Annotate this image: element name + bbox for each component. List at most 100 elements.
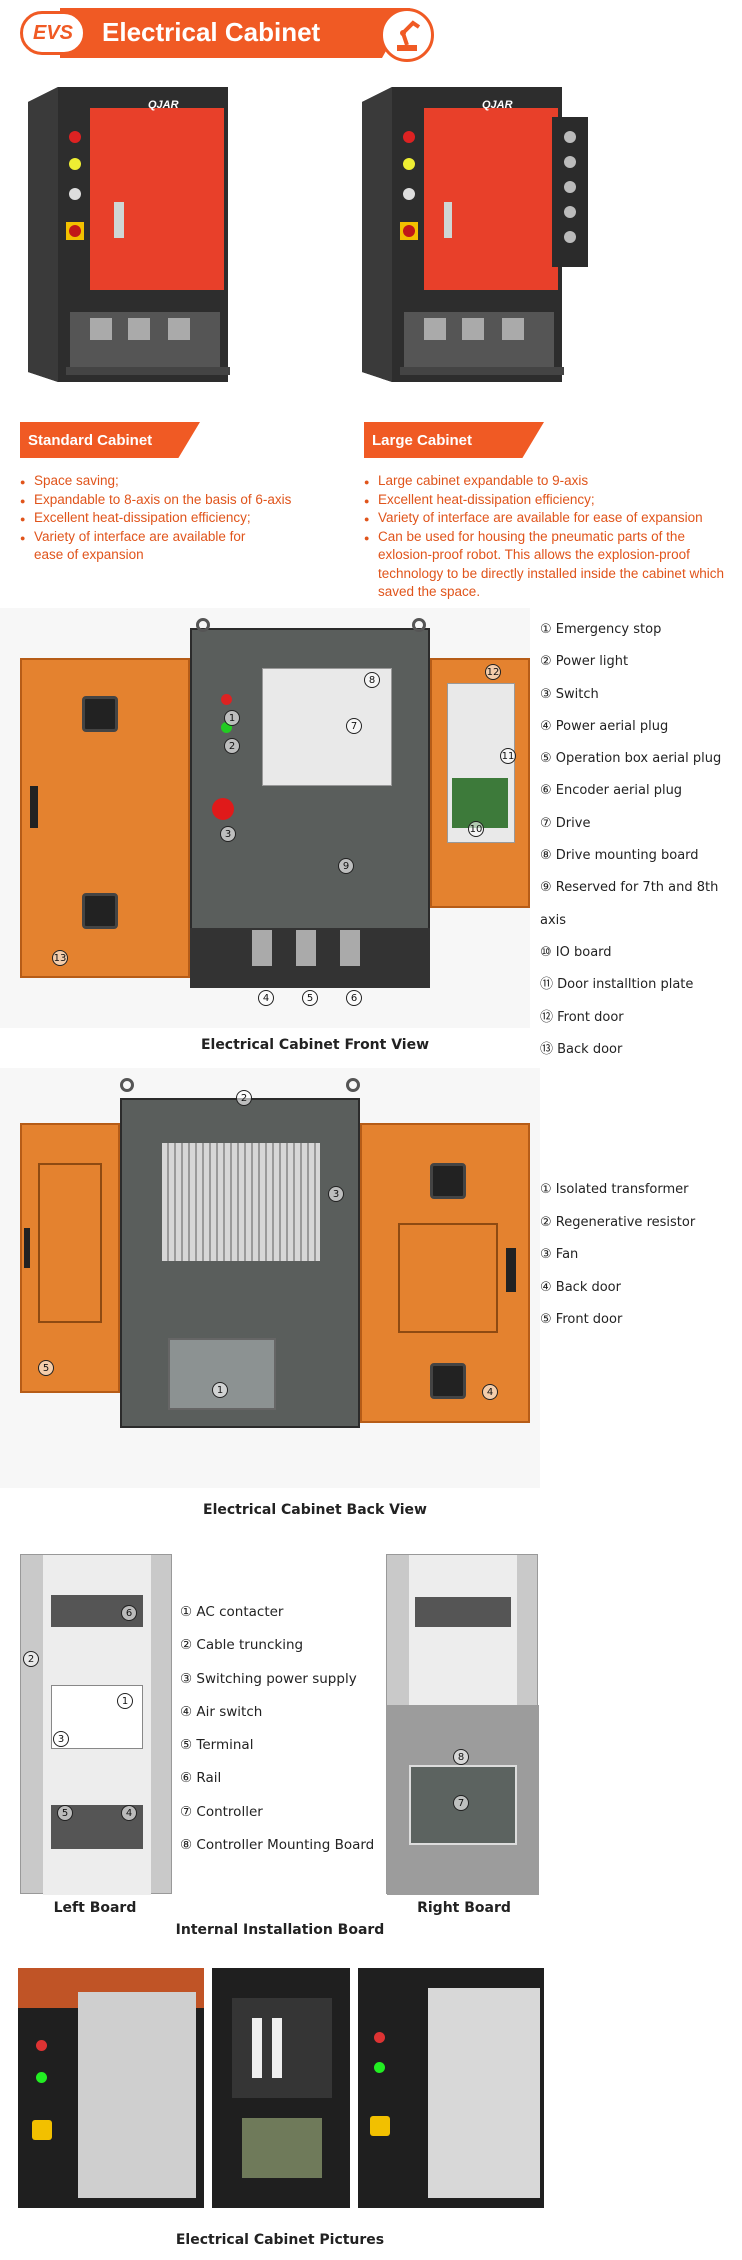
door-lock <box>506 1248 516 1292</box>
encoder-aerial-plug <box>340 930 360 966</box>
regenerative-resistor <box>162 1143 320 1261</box>
fan-icon <box>430 1163 466 1199</box>
green-light <box>36 2072 47 2083</box>
fan-icon <box>82 696 118 732</box>
legend-item: ③ Switching power supply <box>180 1670 357 1687</box>
header-banner <box>60 8 410 58</box>
marker-7: 7 <box>346 718 362 734</box>
isolated-transformer <box>168 1338 276 1410</box>
lifting-eye <box>120 1078 134 1092</box>
back-view-diagram: 1 2 3 4 5 <box>0 1068 540 1488</box>
brand-label: QJAR <box>482 99 513 111</box>
list-item: Can be used for housing the pneumatic pa… <box>364 528 734 602</box>
marker-3: 3 <box>220 826 236 842</box>
legend-item: ① Isolated transformer <box>540 1182 689 1197</box>
marker-8: 8 <box>364 672 380 688</box>
legend-item: ④ Air switch <box>180 1703 263 1720</box>
resistor-panel <box>232 1998 332 2098</box>
legend-item: ③ Fan <box>540 1247 579 1262</box>
list-item: Large cabinet expandable to 9-axis <box>364 472 740 491</box>
large-cabinet-tag: Large Cabinet <box>364 422 544 458</box>
legend-item: ① Emergency stop <box>540 622 662 637</box>
resistor <box>272 2018 282 2078</box>
marker-1: 1 <box>117 1693 133 1709</box>
open-cabinet-interior <box>78 1992 196 2198</box>
lifting-eye <box>412 618 426 632</box>
legend-item: ⑥ Rail <box>180 1770 222 1787</box>
list-item: Space saving; <box>20 472 340 491</box>
marker-6: 6 <box>121 1605 137 1621</box>
open-cabinet-interior <box>428 1988 540 2198</box>
main-switch <box>32 2120 52 2140</box>
legend-item: ⑧ Controller Mounting Board <box>180 1837 375 1854</box>
legend-item: ⑪ Door installtion plate <box>540 977 694 993</box>
legend-item: ④ Power aerial plug <box>540 718 669 734</box>
marker-11: 11 <box>500 748 516 764</box>
marker-7: 7 <box>453 1795 469 1811</box>
list-item: Variety of interface are available for e… <box>20 528 270 565</box>
list-item: Variety of interface are available for e… <box>364 509 740 528</box>
power-aerial-plug <box>252 930 272 966</box>
marker-12: 12 <box>485 664 501 680</box>
marker-2: 2 <box>23 1651 39 1667</box>
evs-logo: EVS <box>20 11 86 55</box>
left-board-image: 6 2 1 3 5 4 <box>20 1554 172 1895</box>
legend-item: ④ Back door <box>540 1279 621 1295</box>
marker-13: 13 <box>52 950 68 966</box>
legend-item: ⑤ Operation box aerial plug <box>540 751 722 767</box>
legend-item: ⑥ Encoder aerial plug <box>540 783 683 799</box>
cabinet-photo-1 <box>18 1968 204 2208</box>
marker-10: 10 <box>468 821 484 837</box>
front-view-caption: Electrical Cabinet Front View <box>200 1037 430 1053</box>
legend-item: ⑧ Drive mounting board <box>540 848 699 864</box>
list-item: Excellent heat-dissipation efficiency; <box>364 491 740 509</box>
io-board <box>452 778 508 828</box>
standard-cabinet-image: QJAR <box>18 82 240 392</box>
marker-8: 8 <box>453 1749 469 1765</box>
main-switch <box>212 798 234 820</box>
front-door <box>20 1123 120 1393</box>
legend-item: ⑬ Back door <box>540 1041 623 1057</box>
door-panel <box>398 1223 498 1333</box>
install-board-legend: ① AC contacter ② Cable truncking ③ Switc… <box>180 1596 380 1862</box>
cabinet-photo-3 <box>358 1968 544 2208</box>
legend-item: ② Regenerative resistor <box>540 1214 696 1230</box>
page-title: Electrical Cabinet <box>102 17 321 47</box>
transformer <box>242 2118 322 2178</box>
marker-4: 4 <box>482 1384 498 1400</box>
fan-icon <box>82 893 118 929</box>
legend-item: ⑦ Drive <box>540 815 591 831</box>
emergency-stop-light <box>221 694 232 705</box>
door-handle <box>24 1228 30 1268</box>
front-view-diagram: 1 2 3 4 5 6 7 8 9 10 11 12 13 <box>0 608 530 1028</box>
marker-3: 3 <box>328 1186 344 1202</box>
marker-2: 2 <box>224 738 240 754</box>
cabinet-photo-2 <box>212 1968 350 2208</box>
brand-label: QJAR <box>148 99 179 111</box>
install-board-caption: Internal Installation Board <box>175 1922 385 1938</box>
marker-3: 3 <box>53 1731 69 1747</box>
door-panel <box>38 1163 102 1323</box>
right-board-label: Right Board <box>417 1900 511 1916</box>
board-panel <box>409 1555 517 1705</box>
lifting-eye <box>346 1078 360 1092</box>
marker-9: 9 <box>338 858 354 874</box>
left-board-label: Left Board <box>53 1900 137 1916</box>
marker-5: 5 <box>38 1360 54 1376</box>
legend-item: ② Power light <box>540 654 629 670</box>
marker-1: 1 <box>224 710 240 726</box>
marker-4: 4 <box>258 990 274 1006</box>
pictures-caption: Electrical Cabinet Pictures <box>175 2232 385 2248</box>
legend-item: ⑩ IO board <box>540 944 612 960</box>
terminal-rail <box>415 1597 511 1627</box>
marker-2: 2 <box>236 1090 252 1106</box>
operation-box-aerial-plug <box>296 930 316 966</box>
back-view-caption: Electrical Cabinet Back View <box>203 1502 427 1518</box>
list-item: Excellent heat-dissipation efficiency; <box>20 509 340 528</box>
page-header: EVS Electrical Cabinet <box>20 8 434 62</box>
marker-6: 6 <box>346 990 362 1006</box>
legend-item: ② Cable truncking <box>180 1637 304 1654</box>
lifting-eye <box>196 618 210 632</box>
list-item: Expandable to 8-axis on the basis of 6-a… <box>20 491 340 509</box>
fan-icon <box>430 1363 466 1399</box>
